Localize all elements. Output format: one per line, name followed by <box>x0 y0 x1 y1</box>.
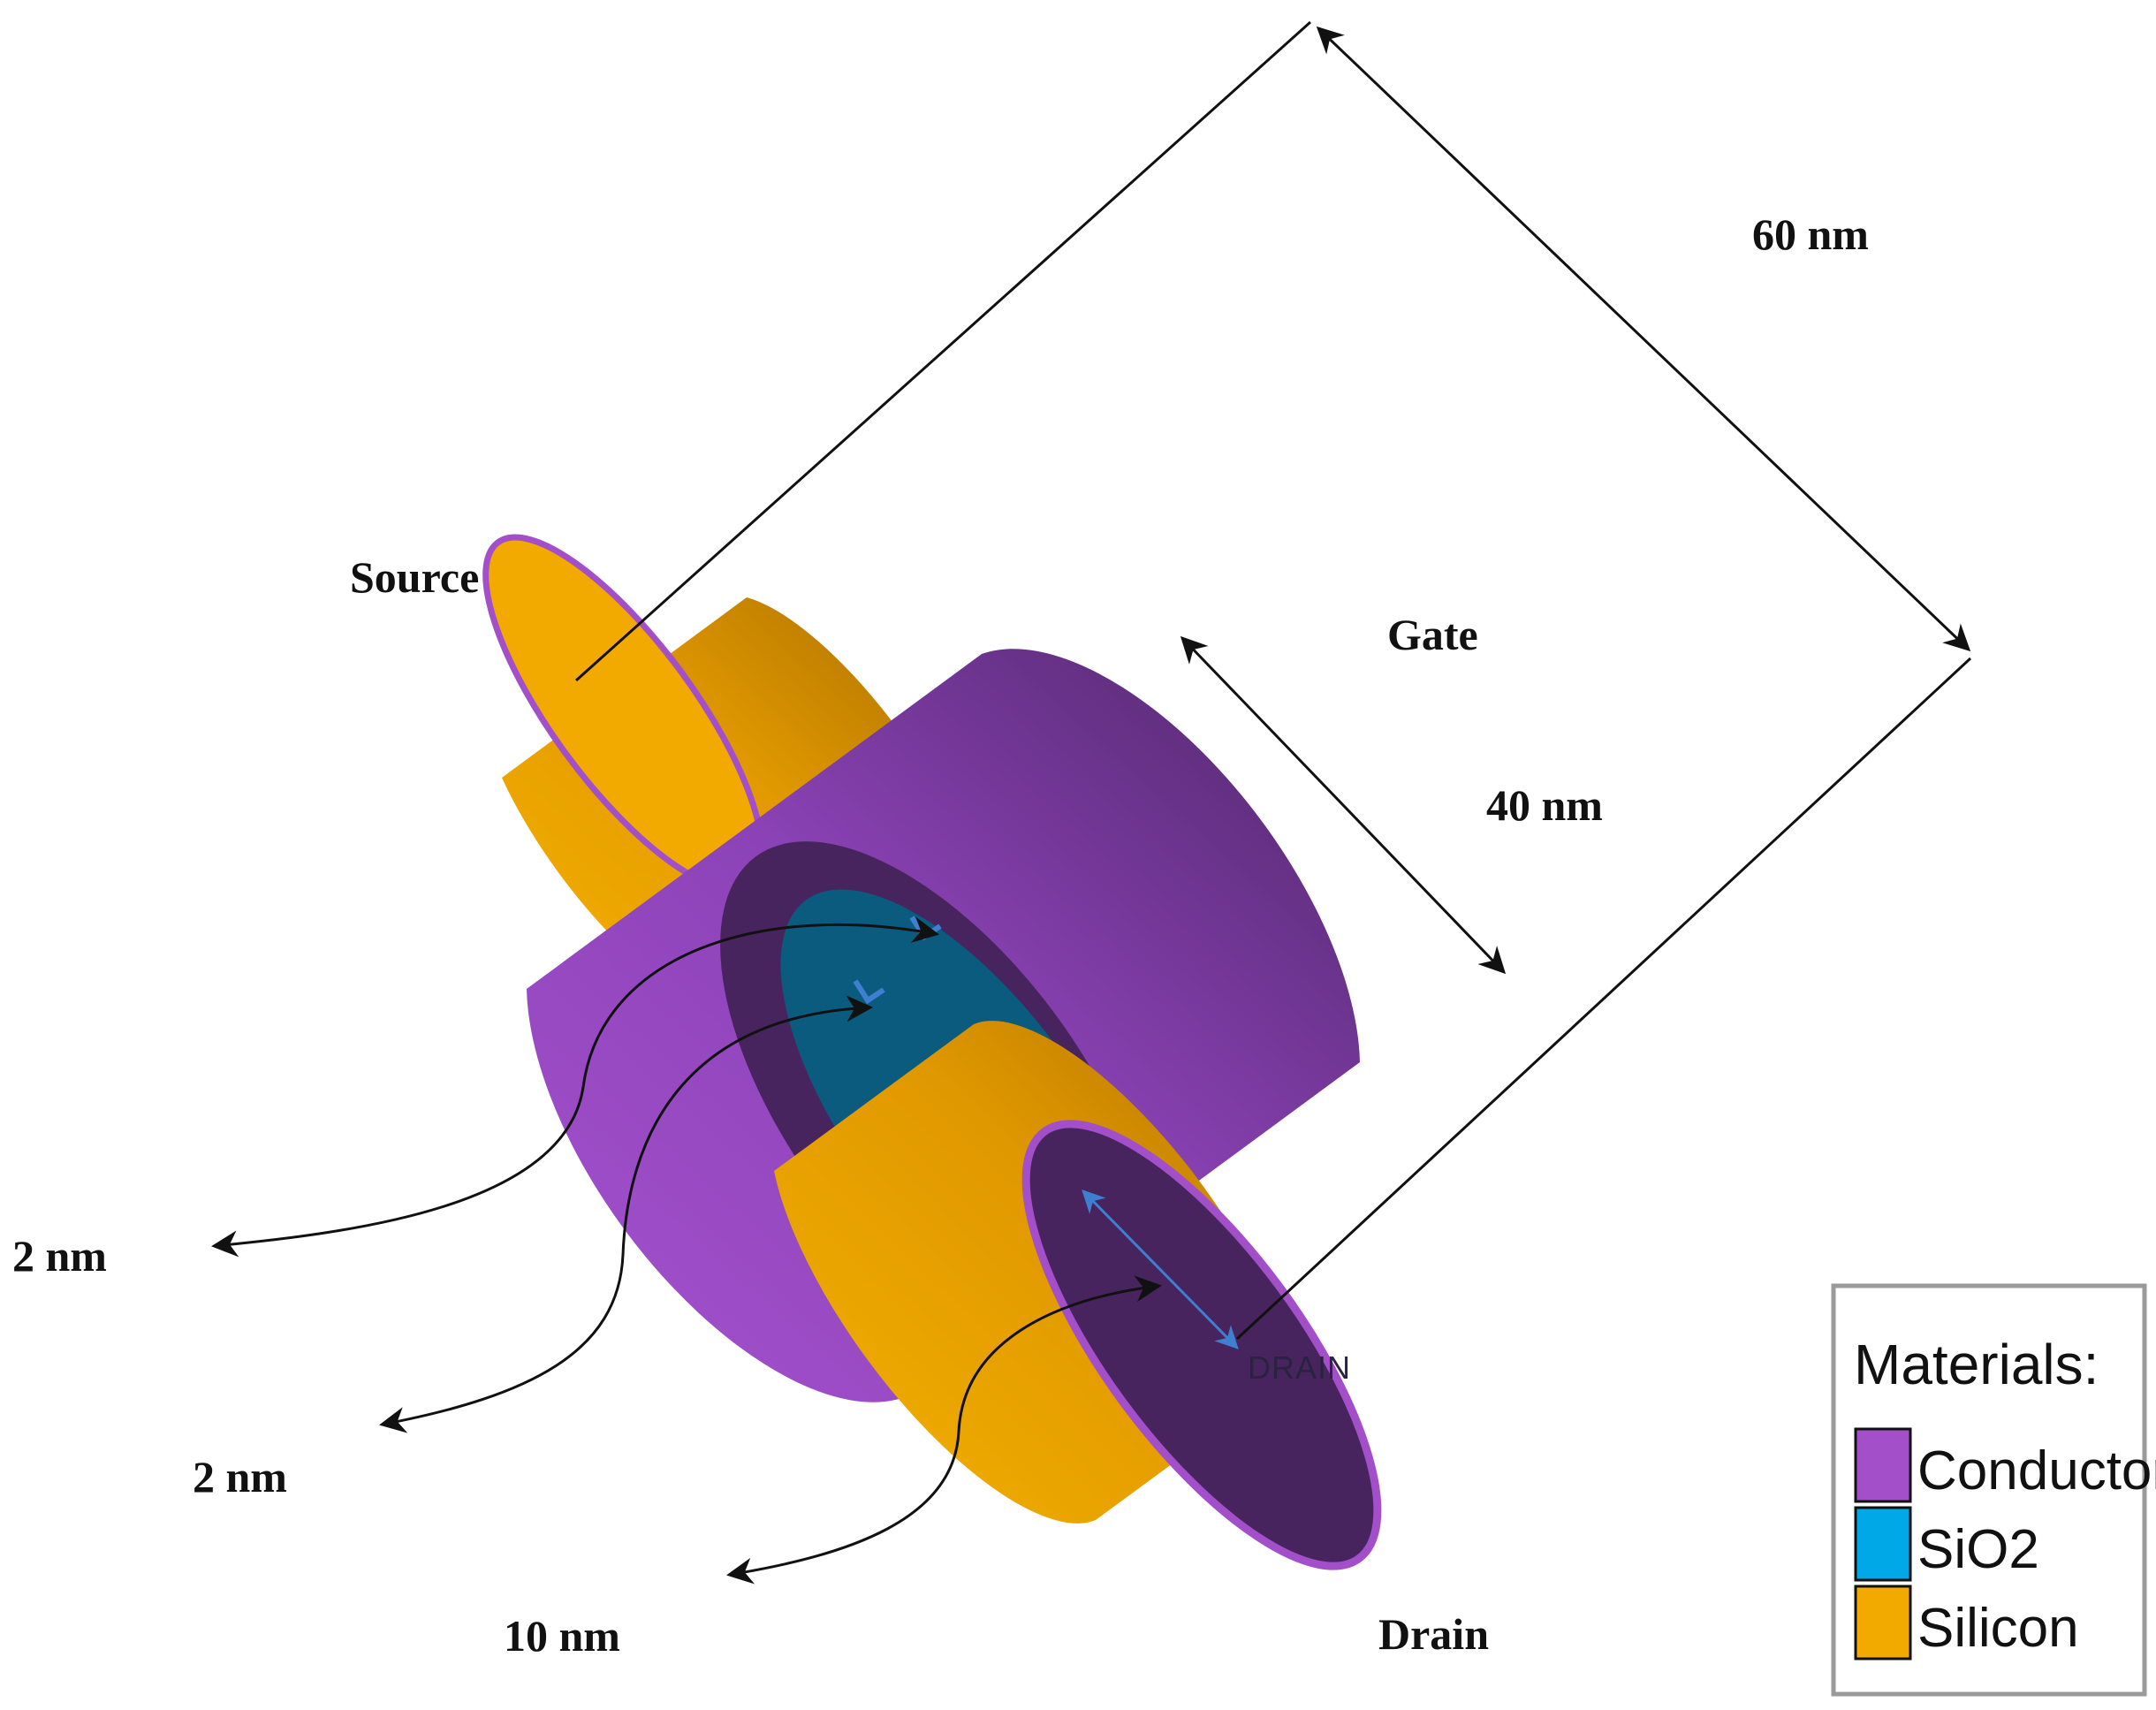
channel-diameter-label: 10 nm <box>504 1611 620 1661</box>
length-extension-line-drain <box>1235 657 1972 1341</box>
oxide-thickness-label-2: 2 nm <box>193 1452 287 1501</box>
oxide-thickness-label-1: 2 nm <box>12 1231 107 1281</box>
legend-label-conductor: Conductor <box>1917 1440 2156 1501</box>
text-labels: 60 nm Source Gate 40 nm 2 nm 2 nm 10 nm … <box>12 209 1869 1661</box>
gate-length-arrow <box>1180 635 1507 975</box>
materials-legend: Materials: Conductor SiO2 Silicon <box>1831 1283 2156 1697</box>
channel-diameter-arrow <box>1082 1189 1239 1349</box>
drain-label: Drain <box>1378 1609 1489 1659</box>
drain-silicon-extension <box>774 1021 1382 1570</box>
channel-leader <box>726 1275 1162 1585</box>
drain-face-label: DRAIN <box>1248 1349 1351 1386</box>
legend-label-silicon: Silicon <box>1917 1598 2079 1659</box>
legend-label-sio2: SiO2 <box>1917 1519 2039 1580</box>
dimension-lines <box>211 20 1972 1585</box>
total-length-arrow <box>1316 26 1971 652</box>
source-label: Source <box>350 552 479 602</box>
legend-swatch-conductor <box>1854 1427 1912 1503</box>
length-extension-line-source <box>574 20 1312 682</box>
legend-swatch-silicon <box>1854 1585 1912 1661</box>
gate-label: Gate <box>1387 610 1478 659</box>
legend-swatch-sio2 <box>1854 1506 1912 1582</box>
oxide-leader-2 <box>379 995 873 1433</box>
gate-length-label: 40 nm <box>1486 780 1603 830</box>
total-length-label: 60 nm <box>1752 209 1869 259</box>
legend-title: Materials: <box>1854 1333 2099 1396</box>
